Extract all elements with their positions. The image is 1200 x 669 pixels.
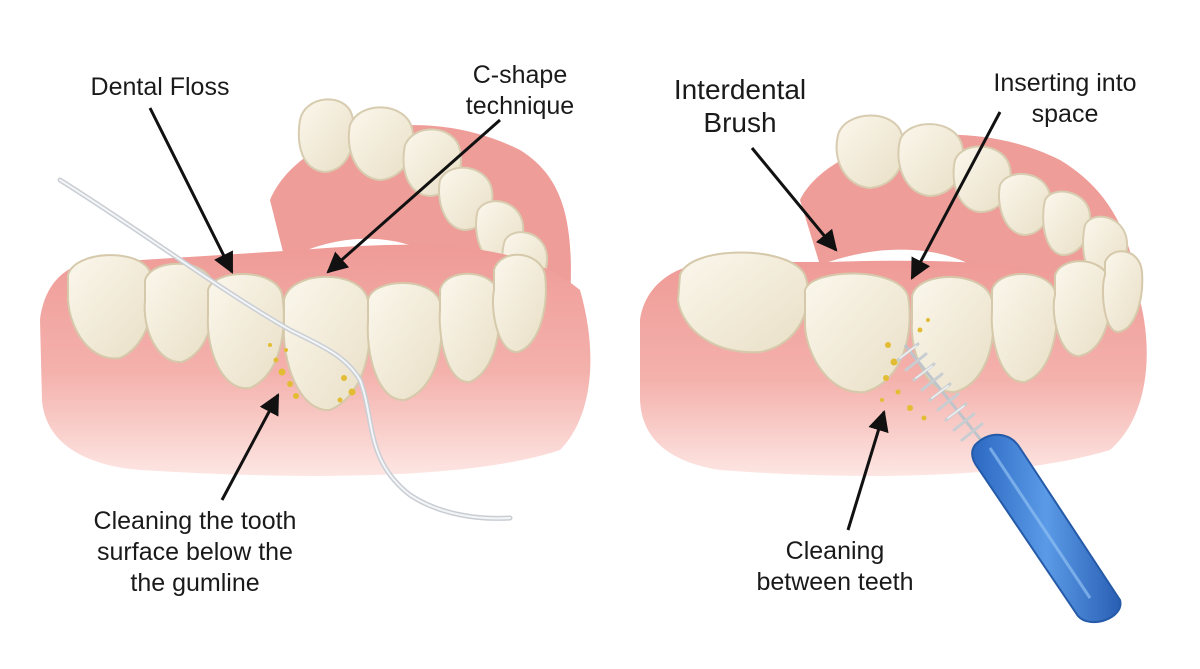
arrow-c-shape	[326, 118, 501, 274]
arrow-interdental-brush	[750, 147, 838, 252]
arrow-gumline	[220, 393, 280, 501]
c-shape-technique-label: C-shape technique	[465, 61, 575, 120]
arrow-between-teeth	[846, 409, 889, 531]
arrow-inserting	[910, 111, 1002, 280]
arrow-dental-floss	[148, 107, 234, 274]
front-teeth-left	[67, 253, 547, 412]
dental-floss-label: Dental Floss	[90, 73, 230, 101]
brush-panel	[640, 111, 1147, 624]
cleaning-between-teeth-label: Cleaning between teeth	[756, 537, 914, 596]
interdental-brush	[896, 342, 1122, 624]
front-teeth-right	[676, 250, 1144, 394]
floss-panel	[40, 98, 591, 521]
gumline-cleaning-label: Cleaning the tooth surface below the the…	[93, 507, 297, 597]
back-teeth-left	[297, 98, 549, 292]
interdental-brush-label: Interdental Brush	[673, 74, 807, 138]
inserting-into-space-label: Inserting into space	[993, 69, 1137, 128]
plaque-left	[268, 343, 356, 403]
brush-handle	[971, 433, 1122, 624]
plaque-right	[880, 318, 930, 421]
